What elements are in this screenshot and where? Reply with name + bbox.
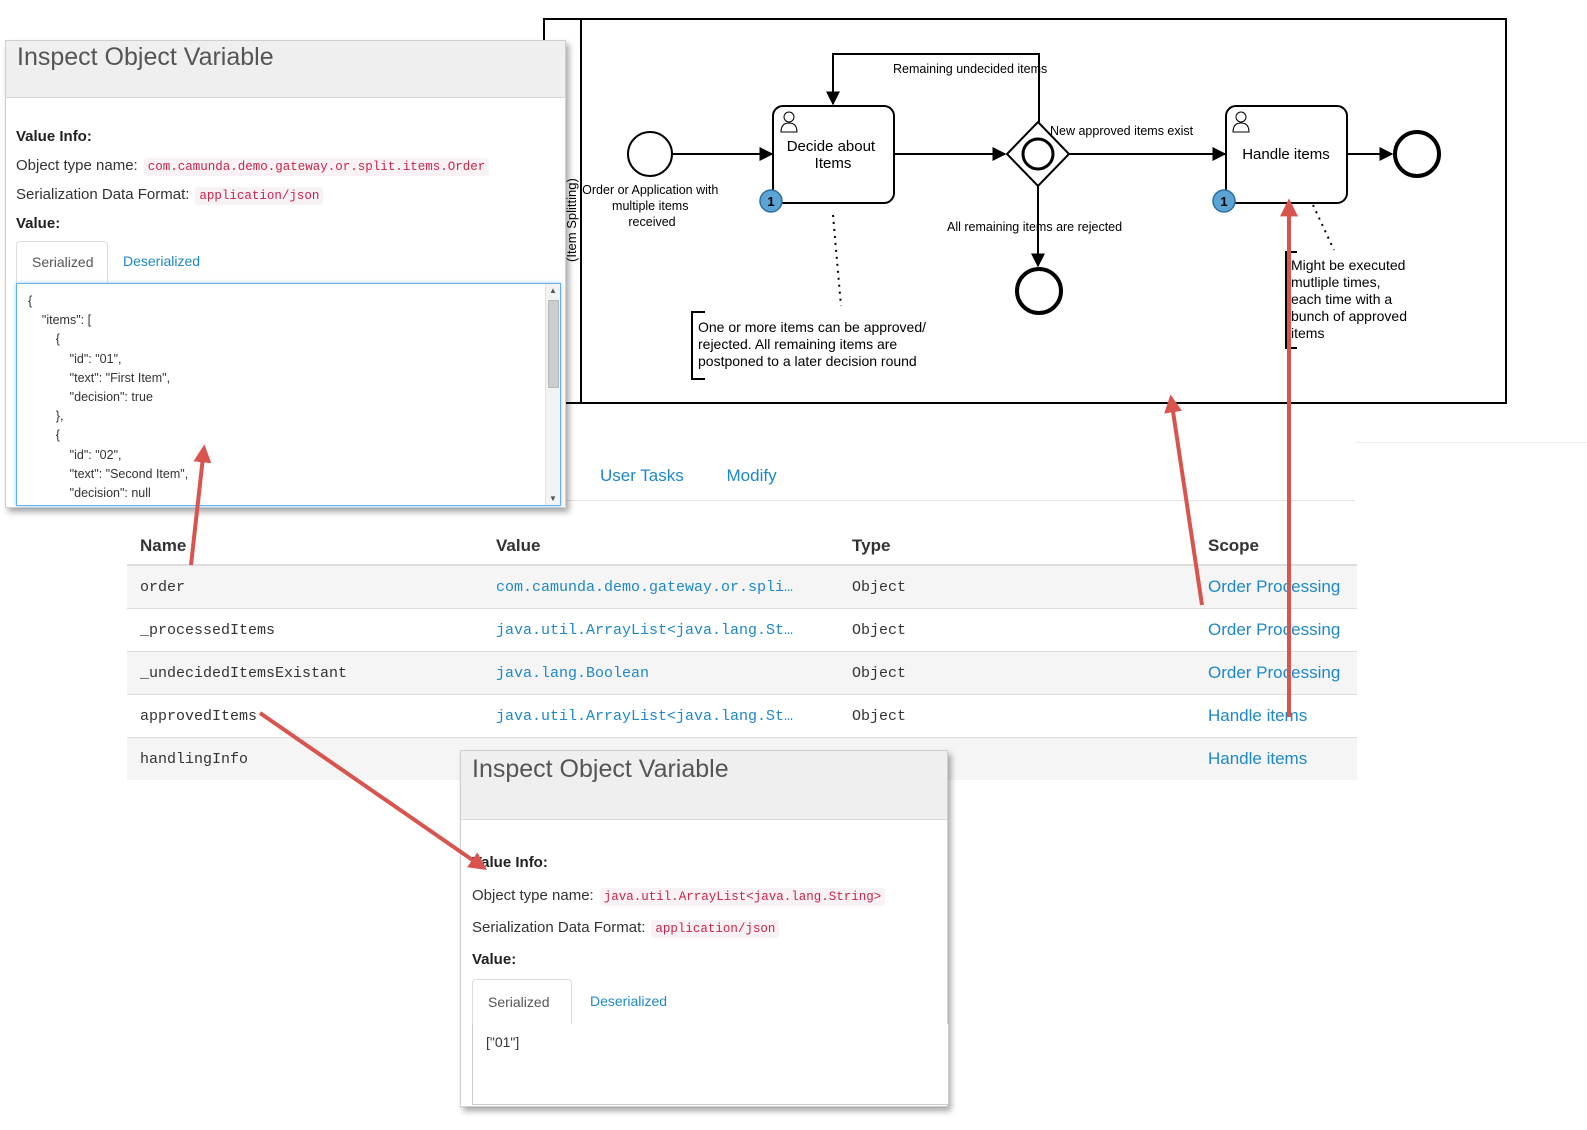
tab-serialized[interactable]: Serialized — [16, 241, 108, 283]
user-icon — [780, 111, 798, 133]
start-event-label: Order or Application with multiple items… — [582, 183, 722, 229]
variable-value-link[interactable]: com.camunda.demo.gateway.or.spli… — [483, 564, 839, 609]
modal-header: Inspect Object Variable — [461, 751, 947, 820]
variable-type: Object — [839, 694, 1195, 738]
tab-deserialized[interactable]: Deserialized — [590, 993, 668, 1009]
serialized-value-text: ["01"] — [486, 1034, 520, 1050]
flow-loop-back — [826, 53, 1040, 122]
variable-scope-link[interactable]: Order Processing — [1195, 651, 1357, 695]
column-header-scope[interactable]: Scope — [1195, 528, 1357, 566]
scrollbar[interactable]: ▲ ▼ — [545, 284, 560, 505]
annotation-handle-association — [1312, 204, 1335, 251]
value-tabs: Serialized Deserialized — [16, 241, 559, 284]
format-value: application/json — [195, 187, 324, 205]
modal-title: Inspect Object Variable — [472, 755, 729, 783]
tab-deserialized[interactable]: Deserialized — [123, 253, 201, 269]
user-icon — [1232, 111, 1250, 133]
variable-type: Object — [839, 564, 1195, 609]
value-info-label: Value Info: — [472, 854, 548, 871]
start-event[interactable] — [627, 131, 673, 177]
variables-table: Name Value Type Scope order com.camunda.… — [127, 528, 1357, 780]
bpmn-diagram: (Item Splitting) Order or Application wi… — [543, 18, 1507, 404]
end-event[interactable] — [1393, 130, 1441, 178]
task-decide-label: Decide about Items — [787, 138, 880, 172]
object-type-value: com.camunda.demo.gateway.or.split.items.… — [143, 158, 490, 176]
table-row: _undecidedItemsExistant java.lang.Boolea… — [127, 651, 1357, 695]
page-divider — [1355, 442, 1587, 443]
gateway-rejected-label: All remaining items are rejected — [947, 220, 1122, 234]
table-row: _processedItems java.util.ArrayList<java… — [127, 608, 1357, 652]
column-header-type[interactable]: Type — [839, 528, 1195, 566]
variable-scope-link[interactable]: Handle items — [1195, 737, 1357, 780]
loop-label: Remaining undecided items — [893, 62, 1047, 76]
modal-title: Inspect Object Variable — [17, 43, 274, 71]
variable-name: handlingInfo — [127, 737, 483, 780]
annotation-decide-text: One or more items can be approved/ rejec… — [698, 319, 930, 369]
variable-name: order — [127, 564, 483, 609]
gateway-inclusive-marker — [1021, 137, 1055, 171]
variable-name: approvedItems — [127, 694, 483, 738]
pool — [543, 18, 1507, 404]
annotation-handle-bracket — [1285, 251, 1297, 349]
tab-user-tasks[interactable]: User Tasks — [600, 466, 684, 485]
variable-scope-link[interactable]: Handle items — [1195, 694, 1357, 738]
format-label: Serialization Data Format: — [472, 919, 646, 936]
table-header-row: Name Value Type Scope — [127, 528, 1357, 566]
end-event-rejected[interactable] — [1015, 267, 1063, 315]
table-row: approvedItems java.util.ArrayList<java.l… — [127, 694, 1357, 738]
value-label: Value: — [472, 951, 517, 968]
variable-value-link[interactable]: java.util.ArrayList<java.lang.St… — [483, 608, 839, 652]
tab-serialized[interactable]: Serialized — [472, 979, 572, 1025]
value-label: Value: — [16, 215, 61, 232]
object-type-label: Object type name: — [472, 887, 594, 904]
variable-type: Object — [839, 608, 1195, 652]
inspect-variable-modal-approved-items: Inspect Object Variable Value Info: Obje… — [460, 750, 949, 1107]
object-type-row: Object type name: com.camunda.demo.gatewa… — [16, 157, 490, 176]
badge-number: 1 — [1220, 194, 1227, 209]
table-row: order com.camunda.demo.gateway.or.spli… … — [127, 564, 1357, 609]
modal-header: Inspect Object Variable — [6, 41, 565, 98]
inspect-variable-modal-order: Inspect Object Variable Value Info: Obje… — [5, 40, 566, 508]
value-info-label: Value Info: — [16, 128, 92, 145]
serialized-value-textarea[interactable]: ["01"] — [472, 1024, 949, 1105]
variable-scope-link[interactable]: Order Processing — [1195, 608, 1357, 652]
tab-modify[interactable]: Modify — [726, 466, 777, 485]
variable-value-link[interactable]: java.util.ArrayList<java.lang.St… — [483, 694, 839, 738]
scroll-down-icon[interactable]: ▼ — [549, 494, 557, 503]
variable-type: Object — [839, 651, 1195, 695]
multi-instance-badge — [1212, 189, 1236, 213]
scroll-up-icon[interactable]: ▲ — [549, 286, 557, 295]
variable-scope-link[interactable]: Order Processing — [1195, 564, 1357, 609]
variable-value-link[interactable]: java.lang.Boolean — [483, 651, 839, 695]
pool-label: (Item Splitting) — [564, 178, 579, 262]
format-row: Serialization Data Format: application/js… — [472, 919, 780, 938]
variable-name: _processedItems — [127, 608, 483, 652]
serialized-value-textarea[interactable]: { "items": [ { "id": "01", "text": "Firs… — [16, 283, 561, 506]
object-type-label: Object type name: — [16, 157, 138, 174]
object-type-value: java.util.ArrayList<java.lang.String> — [599, 888, 886, 906]
annotation-decide-association — [832, 214, 842, 307]
format-label: Serialization Data Format: — [16, 186, 190, 203]
task-handle-label: Handle items — [1242, 146, 1330, 163]
column-header-value[interactable]: Value — [483, 528, 839, 566]
variable-name: _undecidedItemsExistant — [127, 651, 483, 695]
badge-number: 1 — [767, 194, 774, 209]
column-header-name[interactable]: Name — [127, 528, 483, 566]
serialized-json-text: { "items": [ { "id": "01", "text": "Firs… — [28, 294, 189, 501]
scroll-thumb[interactable] — [548, 300, 559, 388]
cockpit-tabs: User Tasks Modify — [600, 466, 815, 486]
format-row: Serialization Data Format: application/js… — [16, 186, 324, 205]
value-tabs: Serialized Deserialized — [472, 979, 947, 1025]
gateway-approved-label: New approved items exist — [1050, 124, 1194, 138]
object-type-row: Object type name: java.util.ArrayList<jav… — [472, 887, 886, 906]
format-value: application/json — [651, 920, 780, 938]
annotation-handle-text: Might be executed mutliple times, each t… — [1291, 257, 1411, 341]
multi-instance-badge — [759, 189, 783, 213]
annotation-decide-bracket — [691, 311, 705, 380]
tabs-divider — [565, 500, 1355, 501]
